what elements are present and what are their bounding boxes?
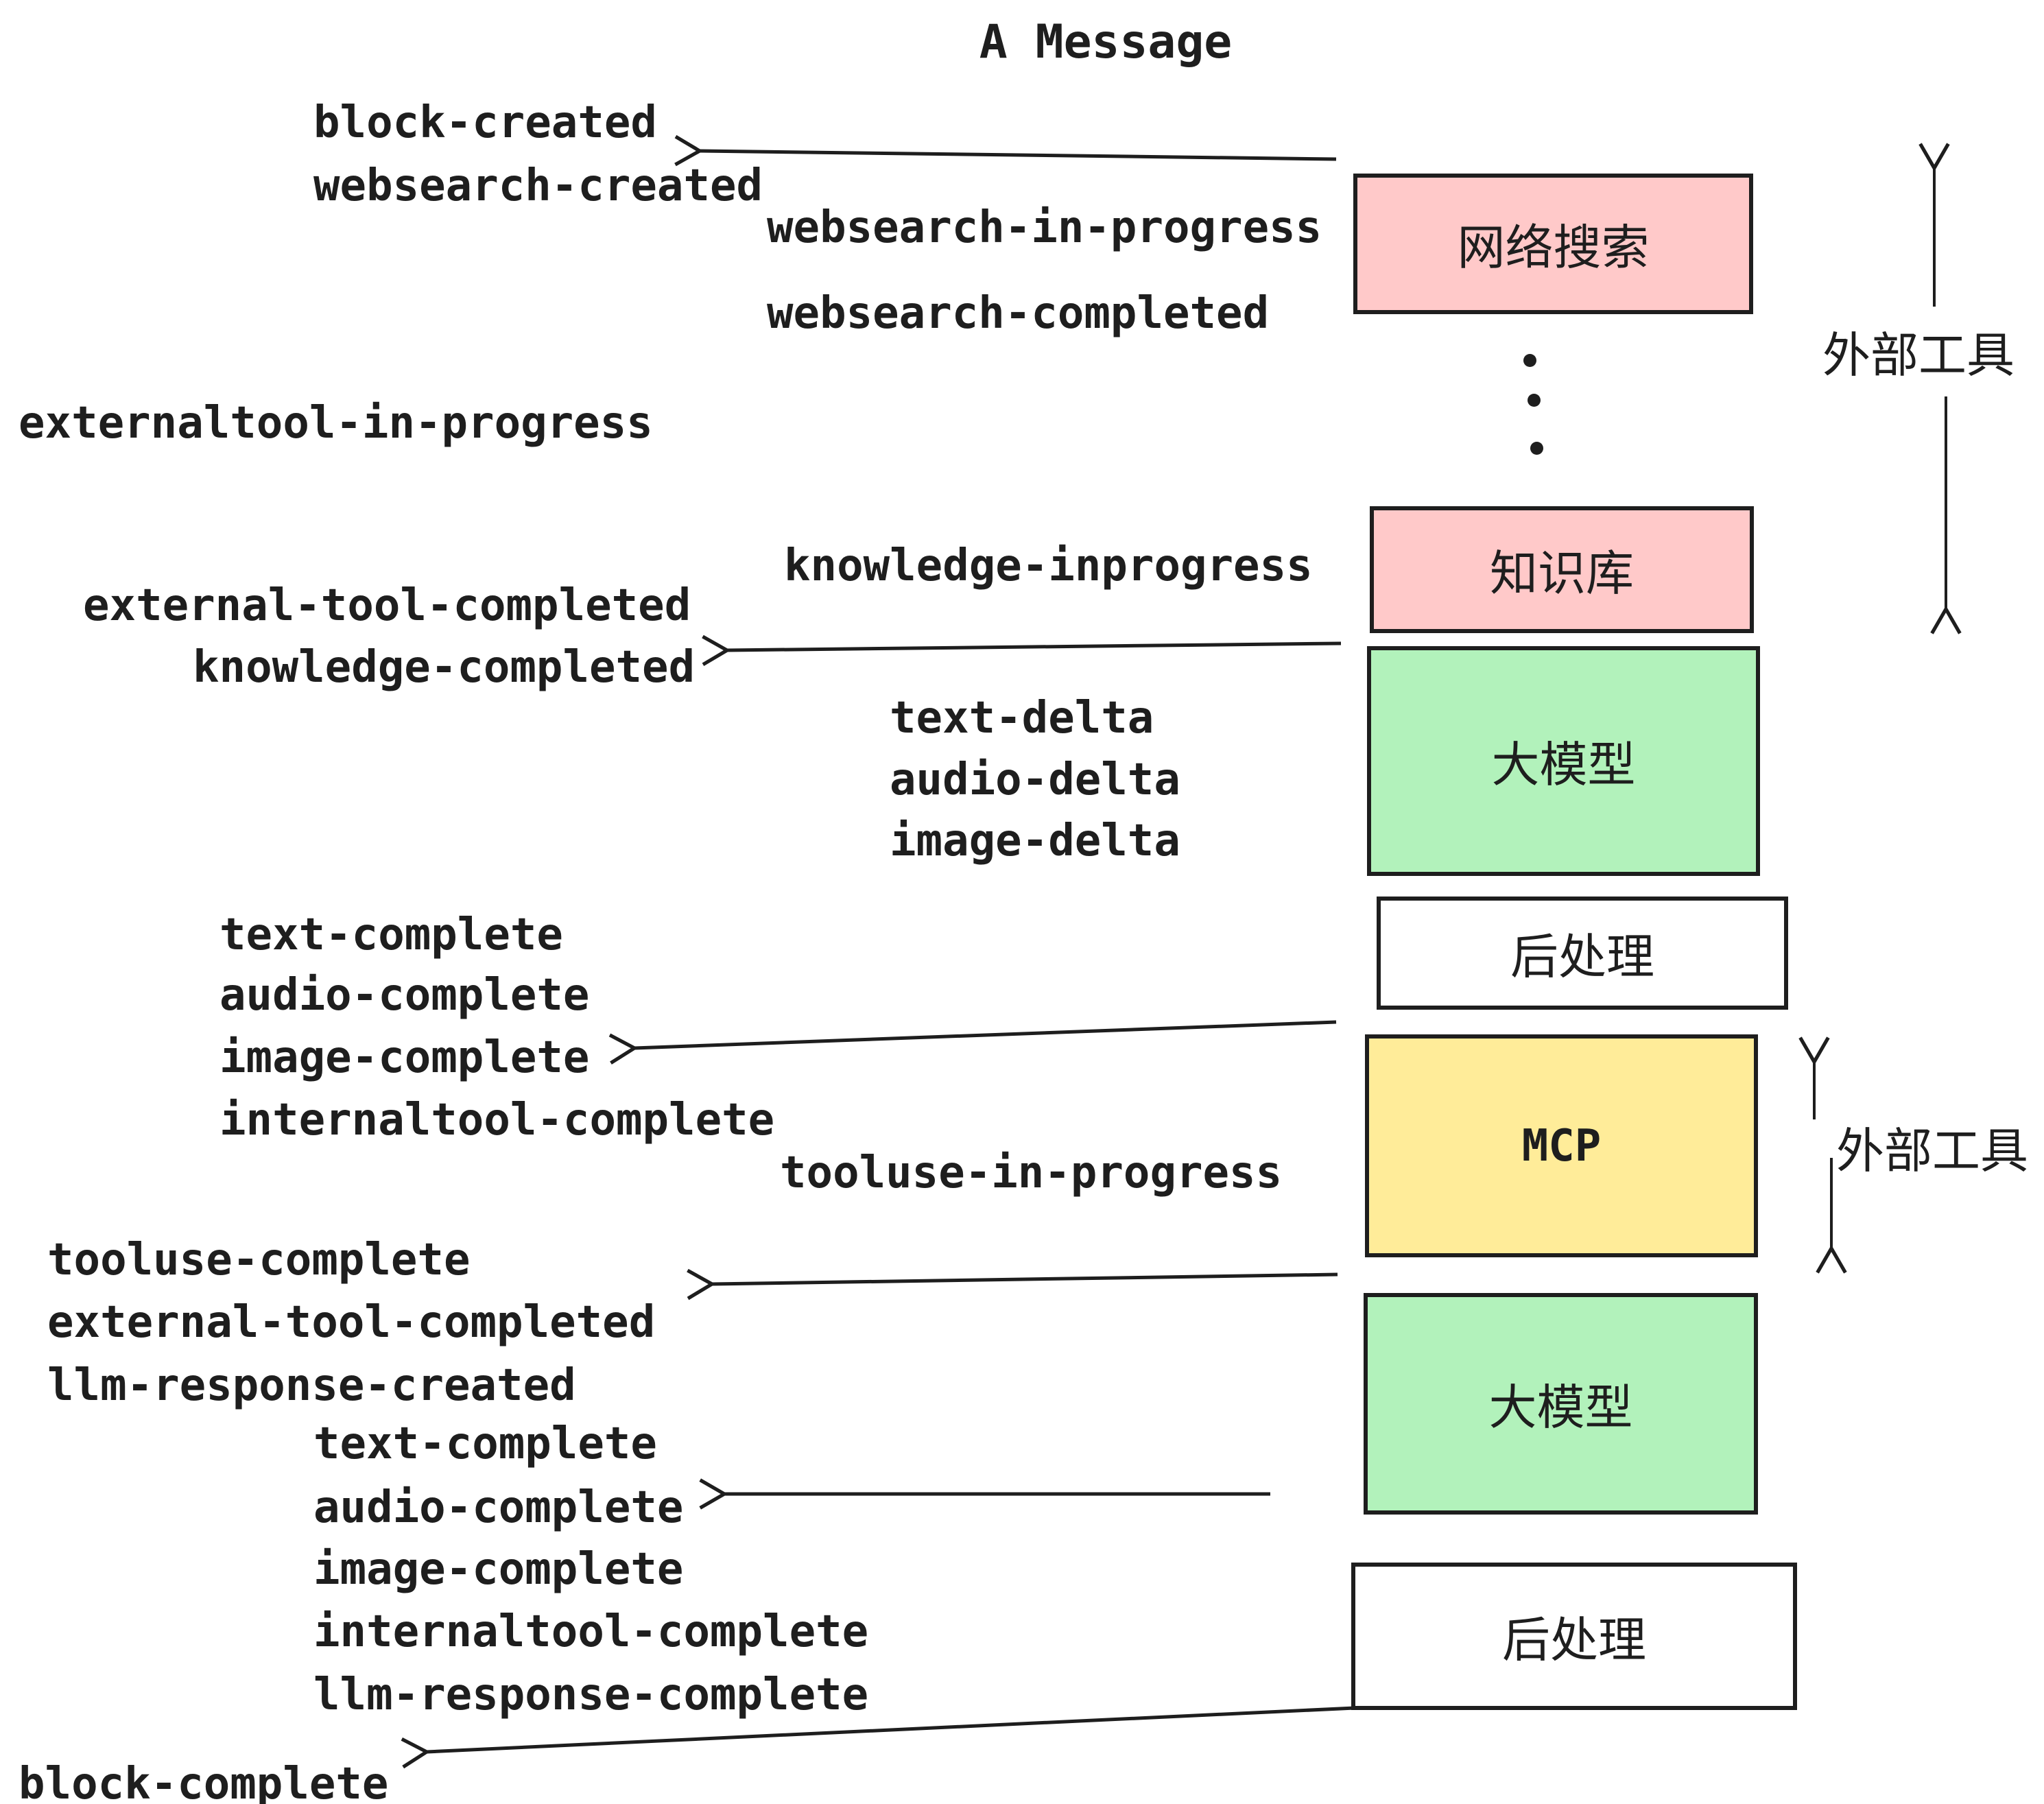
arrow-image-complete	[608, 1020, 1337, 1065]
box-post-bottom-label: 后处理	[1502, 1612, 1646, 1668]
box-post-bottom: 后处理	[1351, 1563, 1797, 1710]
event-label: websearch-created	[313, 161, 763, 211]
ellipsis-dot	[1523, 354, 1536, 367]
diagram-title: A Message	[979, 15, 1233, 69]
box-post-top-label: 后处理	[1510, 929, 1654, 985]
event-label: text-complete	[219, 910, 563, 960]
box-knowledge-label: 知识库	[1490, 545, 1634, 602]
event-label: block-complete	[19, 1759, 389, 1804]
box-mcp-label: MCP	[1521, 1120, 1602, 1172]
event-label: image-delta	[890, 816, 1180, 866]
event-label: text-complete	[313, 1419, 657, 1469]
event-label: websearch-in-progress	[767, 202, 1322, 253]
side-label-external-tools-top: 外部工具	[1822, 327, 2015, 383]
box-mcp: MCP	[1365, 1034, 1758, 1257]
arrow-block-complete	[401, 1706, 1355, 1769]
event-label: image-complete	[313, 1544, 684, 1595]
event-label: text-delta	[890, 693, 1154, 744]
box-llm-bottom-label: 大模型	[1488, 1379, 1633, 1436]
event-label: audio-complete	[313, 1482, 684, 1533]
arrow-external-tool-completed	[687, 1268, 1338, 1301]
box-websearch-label: 网络搜索	[1457, 219, 1650, 276]
side-label-external-tools-mcp: 外部工具	[1836, 1123, 2028, 1179]
event-label: llm-response-complete	[313, 1670, 869, 1720]
box-llm-top-label: 大模型	[1491, 737, 1636, 793]
box-websearch: 网络搜索	[1353, 174, 1753, 314]
event-label: tooluse-in-progress	[780, 1148, 1283, 1198]
arrow-knowledge-completed	[702, 634, 1342, 667]
event-label: image-complete	[219, 1032, 590, 1083]
ellipsis-dot	[1530, 442, 1543, 455]
event-label: block-created	[313, 97, 657, 148]
box-knowledge: 知识库	[1370, 506, 1754, 633]
event-label: audio-complete	[219, 970, 590, 1021]
event-label: audio-delta	[890, 755, 1180, 805]
event-label: knowledge-inprogress	[784, 541, 1313, 591]
box-llm-bottom: 大模型	[1364, 1293, 1758, 1515]
event-label: external-tool-completed	[47, 1297, 656, 1348]
event-label: tooluse-complete	[47, 1235, 471, 1285]
event-label: knowledge-completed	[193, 642, 696, 693]
ellipsis-dot	[1528, 394, 1541, 407]
box-post-top: 后处理	[1377, 897, 1788, 1010]
event-label: websearch-completed	[767, 288, 1270, 339]
event-label: llm-response-created	[47, 1360, 576, 1411]
event-label: external-tool-completed	[83, 580, 691, 631]
event-label: internaltool-complete	[219, 1095, 775, 1146]
event-label: internaltool-complete	[313, 1606, 869, 1657]
event-label: externaltool-in-progress	[19, 398, 653, 449]
arrow-websearch-created	[674, 134, 1337, 167]
box-llm-top: 大模型	[1367, 646, 1760, 876]
